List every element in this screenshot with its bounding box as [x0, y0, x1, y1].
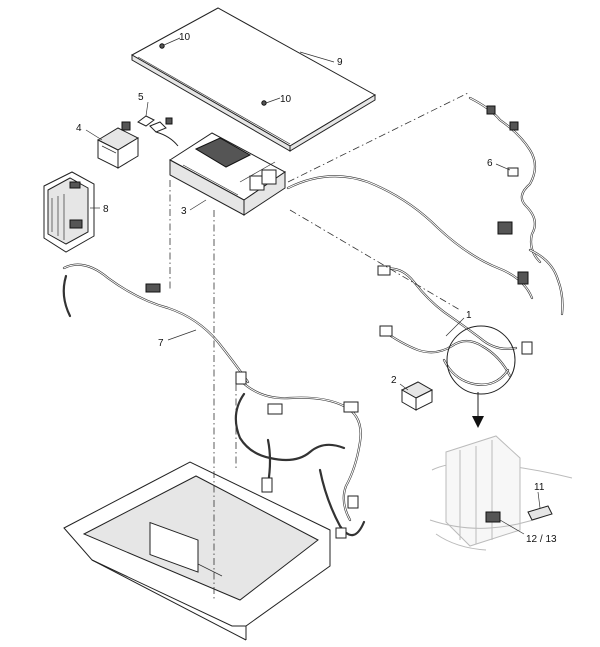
callout-8: 8 — [103, 204, 109, 215]
transformer — [96, 121, 140, 169]
plate-11 — [527, 505, 553, 521]
screw-lower — [261, 100, 267, 106]
callout-11: 11 — [534, 482, 545, 493]
callout-3: 3 — [181, 206, 187, 217]
callout-7: 7 — [158, 338, 164, 349]
main-harness — [286, 175, 534, 395]
callout-12-13: 12 / 13 — [526, 534, 557, 545]
callout-6: 6 — [487, 158, 493, 169]
callout-1: 1 — [466, 310, 472, 321]
callout-10-upper: 10 — [179, 32, 191, 43]
detail-arrow — [472, 392, 484, 428]
leader-lines — [85, 37, 541, 535]
circuit-board — [43, 171, 95, 253]
relay-clip — [137, 115, 179, 147]
detail-inset — [429, 435, 573, 551]
callout-9: 9 — [337, 57, 343, 68]
cover-panel — [130, 7, 377, 152]
callout-10-lower: 10 — [280, 94, 292, 105]
control-module — [169, 132, 286, 216]
callout-4: 4 — [76, 123, 82, 134]
callout-2: 2 — [391, 375, 397, 386]
screw-upper — [159, 43, 165, 49]
filter-module — [400, 381, 434, 411]
alignment-lines — [169, 91, 471, 600]
upper-harness — [468, 96, 564, 316]
callout-5: 5 — [138, 92, 144, 103]
chassis-tray — [63, 461, 331, 641]
